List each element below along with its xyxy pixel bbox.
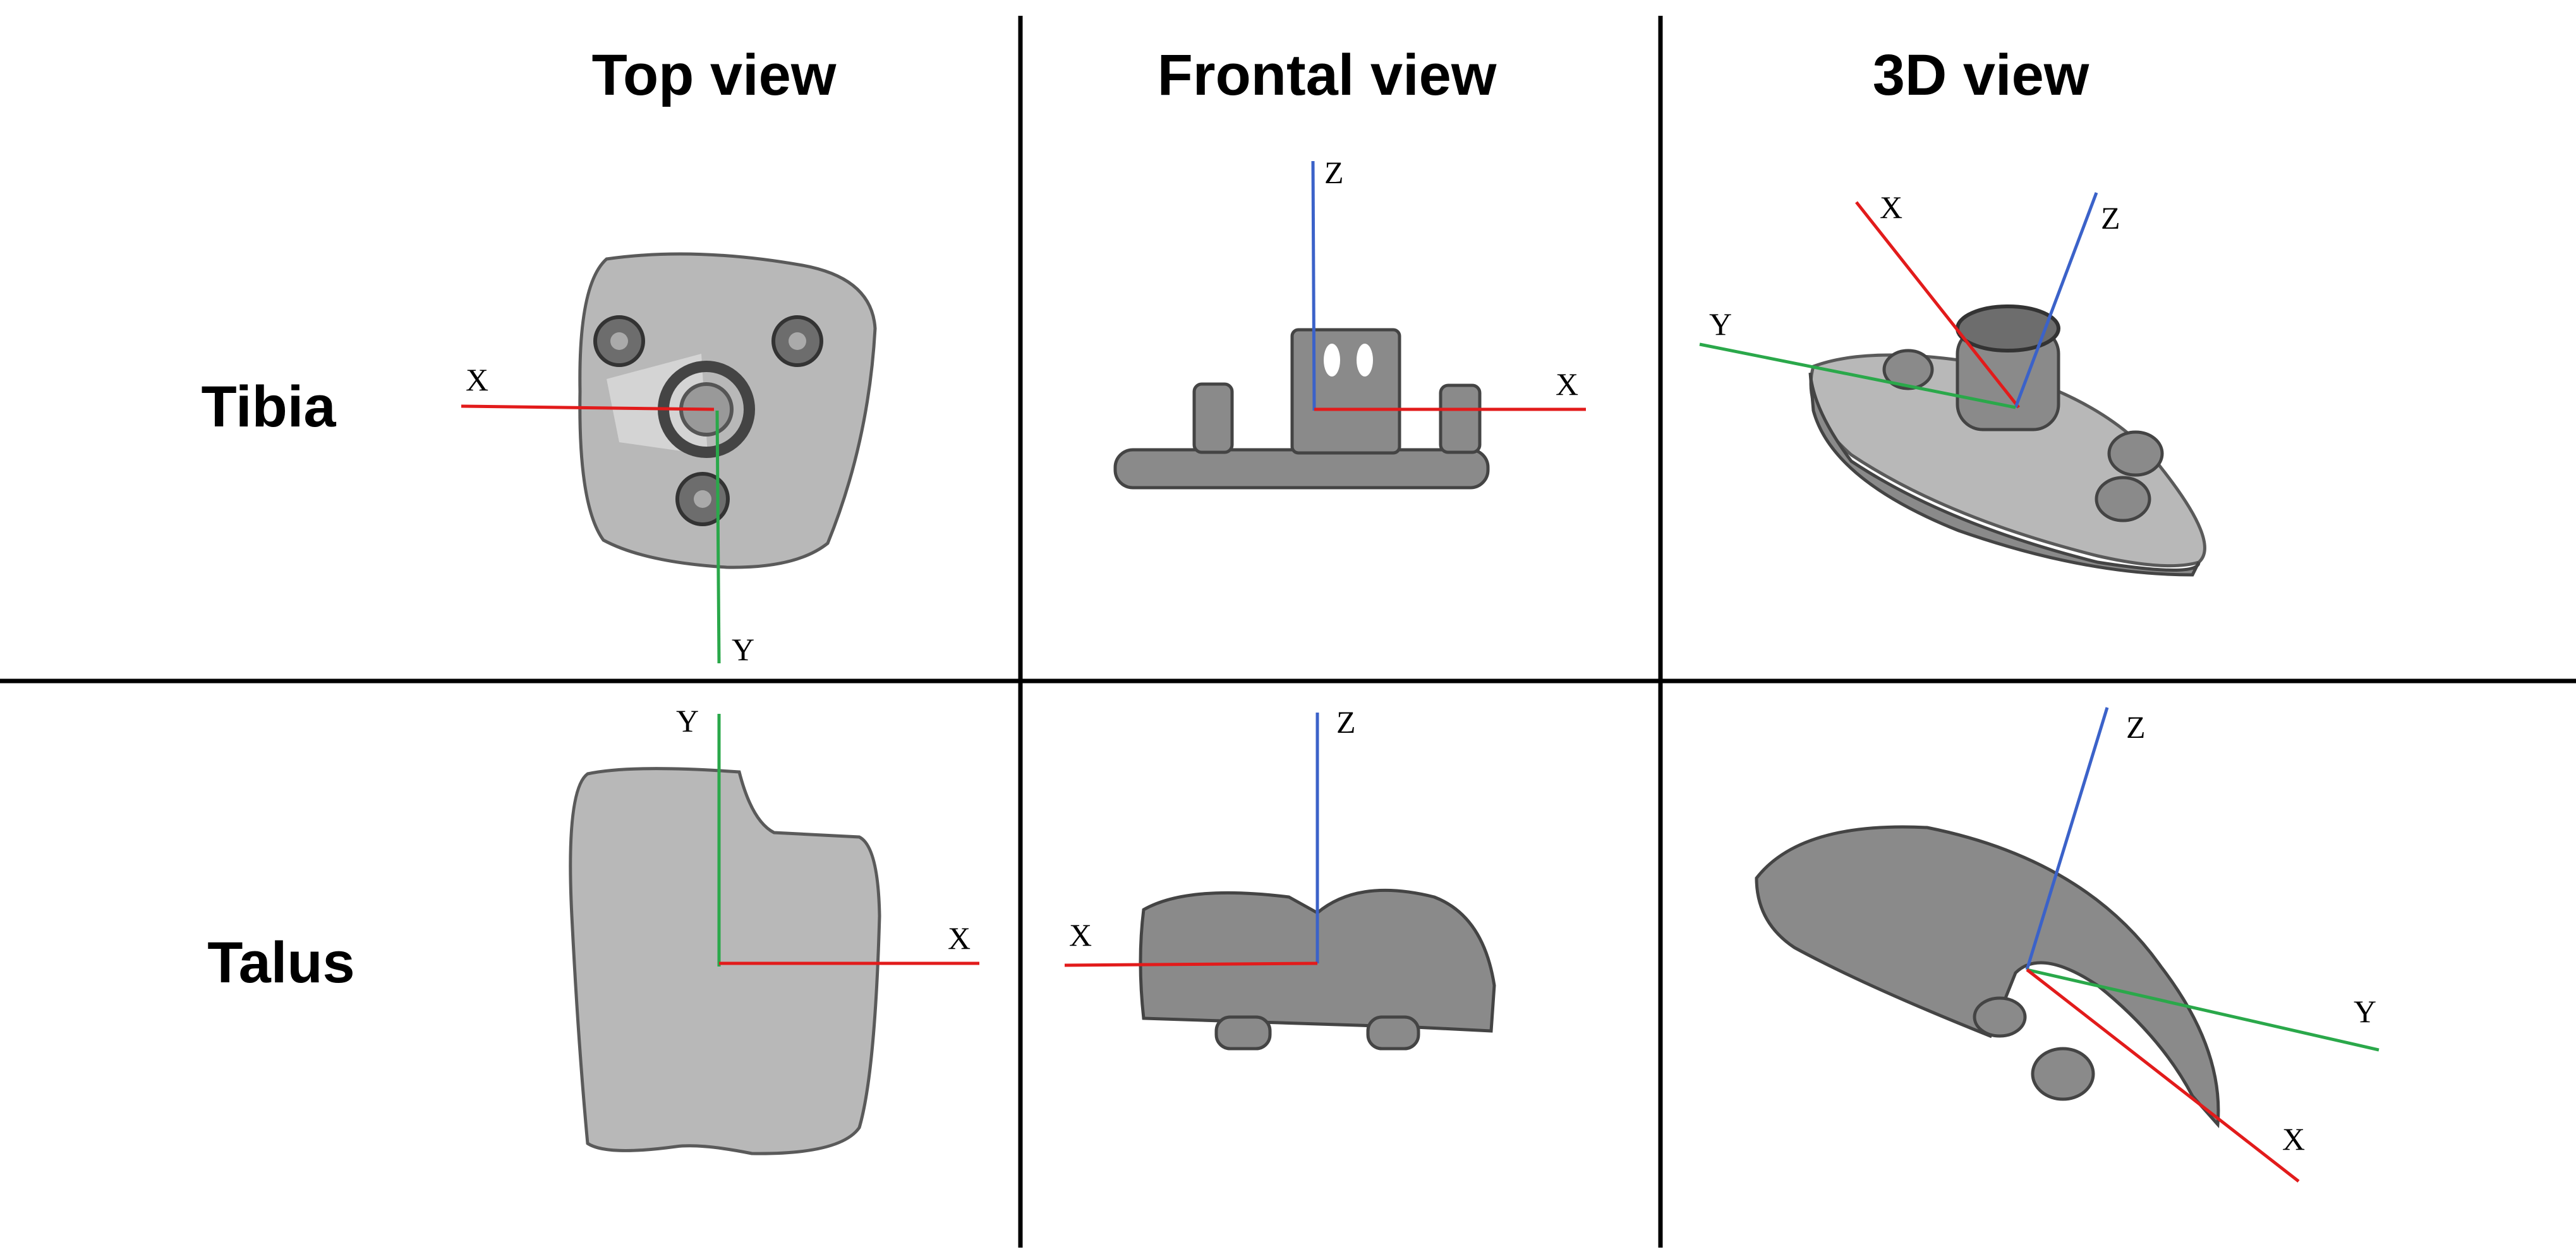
tibia-top-x-label: X: [466, 362, 488, 397]
row-label-talus: Talus: [207, 931, 354, 995]
tibia-frontal-x-label: X: [1556, 366, 1578, 402]
tibia-top-view: X Y: [461, 252, 877, 667]
grid-lines: [0, 16, 2576, 1248]
talus-3d-y-label: Y: [2354, 994, 2376, 1029]
tibia-3d-view: X Z Y: [1699, 190, 2206, 577]
talus-top-view: Y X: [569, 703, 979, 1155]
talus-frontal-x-label: X: [1069, 917, 1092, 953]
talus-3d-view: Z Y X: [1755, 707, 2379, 1183]
talus-frontal-view: Z X: [1064, 704, 1496, 1051]
talus-3d-x-label: X: [2282, 1121, 2305, 1157]
tibia-3d-y-label: Y: [1709, 306, 1732, 342]
talus-3d-z-label: Z: [2126, 709, 2146, 745]
tibia-3d-x-label: X: [1880, 190, 1902, 225]
tibia-frontal-z-label: Z: [1324, 155, 1344, 190]
talus-top-y-label: Y: [676, 703, 699, 738]
header-3d-view: 3D view: [1873, 43, 2089, 107]
tibia-frontal-view: Z X: [1113, 155, 1586, 490]
talus-top-x-label: X: [948, 920, 971, 956]
header-frontal-view: Frontal view: [1158, 43, 1497, 107]
talus-frontal-z-label: Z: [1336, 704, 1356, 740]
tibia-3d-z-label: Z: [2101, 200, 2120, 236]
header-top-view: Top view: [592, 43, 837, 107]
row-label-tibia: Tibia: [201, 375, 336, 439]
tibia-top-y-label: Y: [732, 632, 754, 667]
